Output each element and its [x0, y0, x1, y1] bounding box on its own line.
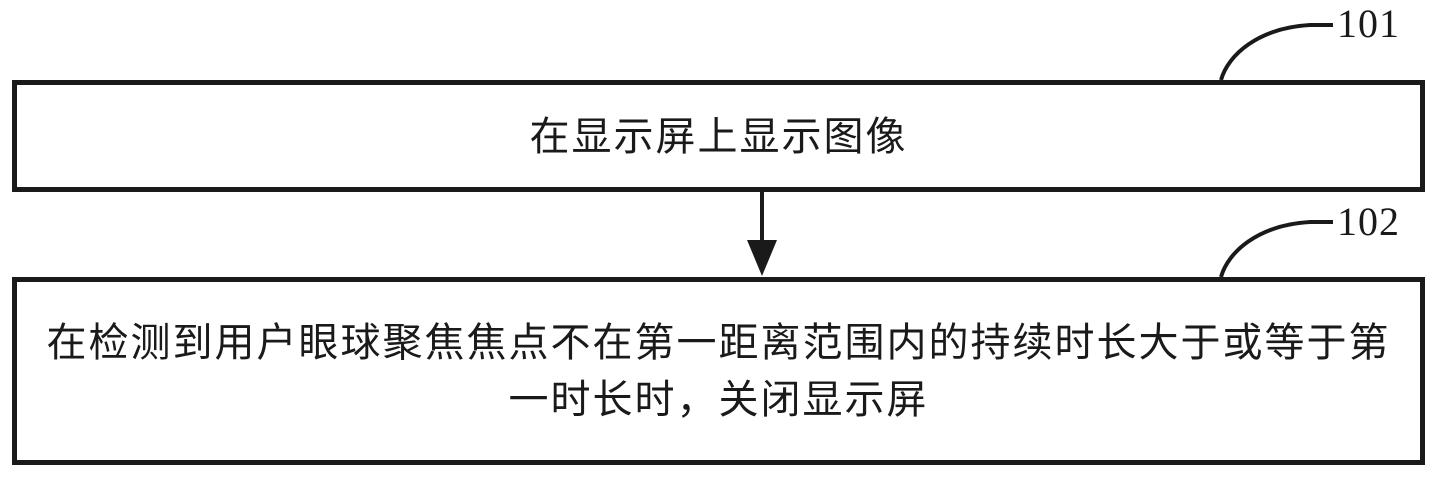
step-102-text: 在检测到用户眼球聚焦焦点不在第一距离范围内的持续时长大于或等于第 一时长时，关闭… — [17, 314, 1420, 428]
step-102-text-line-1: 在检测到用户眼球聚焦焦点不在第一距离范围内的持续时长大于或等于第 — [46, 320, 1391, 365]
ref-numeral-101: 101 — [1337, 1, 1400, 46]
flow-arrow-down-icon — [747, 192, 777, 276]
step-box-102: 在检测到用户眼球聚焦焦点不在第一距离范围内的持续时长大于或等于第 一时长时，关闭… — [12, 277, 1425, 465]
step-101-text: 在显示屏上显示图像 — [529, 113, 908, 159]
ref-leader-curve-102 — [1219, 220, 1333, 278]
step-box-101: 在显示屏上显示图像 — [12, 80, 1425, 192]
step-102-text-line-2: 一时长时，关闭显示屏 — [508, 377, 929, 422]
ref-numeral-102: 102 — [1337, 199, 1400, 244]
ref-leader-curve-101 — [1219, 23, 1333, 81]
